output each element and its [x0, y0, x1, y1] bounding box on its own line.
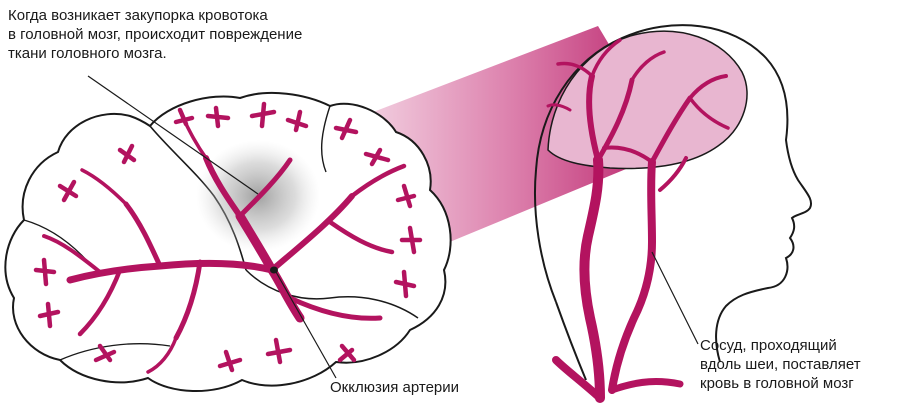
- vessel-caption-line: кровь в головной мозг: [700, 374, 861, 393]
- vessel-caption: Сосуд, проходящий вдоль шеи, поставляет …: [700, 336, 861, 393]
- blockage-caption-line: ткани головного мозга.: [8, 44, 302, 63]
- enlarged-brain: [5, 93, 450, 391]
- leader-line-vessel: [652, 252, 698, 344]
- blockage-caption-line: в головной мозг, происходит повреждение: [8, 25, 302, 44]
- vessel-caption-line: вдоль шеи, поставляет: [700, 355, 861, 374]
- blockage-caption-line: Когда возникает закупорка кровотока: [8, 6, 302, 25]
- blockage-caption: Когда возникает закупорка кровотока в го…: [8, 6, 302, 63]
- occlusion-label: Окклюзия артерии: [330, 378, 459, 397]
- vessel-caption-line: Сосуд, проходящий: [700, 336, 861, 355]
